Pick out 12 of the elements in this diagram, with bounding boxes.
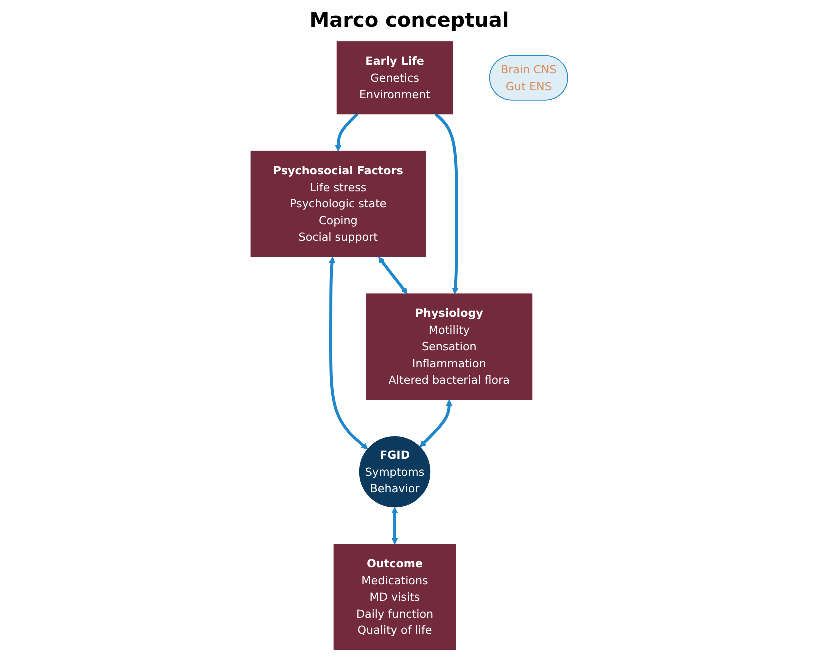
- arrow: [328, 257, 368, 450]
- diagram-title: Marco conceptual: [308, 8, 510, 32]
- arrow: [378, 256, 408, 294]
- arrow: [420, 400, 453, 448]
- node-box: Outcome Medications MD visits Daily function Quality of life: [334, 544, 456, 650]
- arrow: [335, 113, 359, 152]
- arrow: [434, 113, 459, 294]
- node-box: Psychosocial Factors Life stress Psychologic state Coping Social support: [250, 150, 426, 258]
- node-box: Physiology Motility Sensation Inflammation Altered bacterial flora: [366, 294, 533, 400]
- arrow: [392, 507, 398, 545]
- node-circle: FGID Symptoms Behavior: [359, 436, 431, 508]
- node-box: Early Life Genetics Environment: [336, 42, 454, 115]
